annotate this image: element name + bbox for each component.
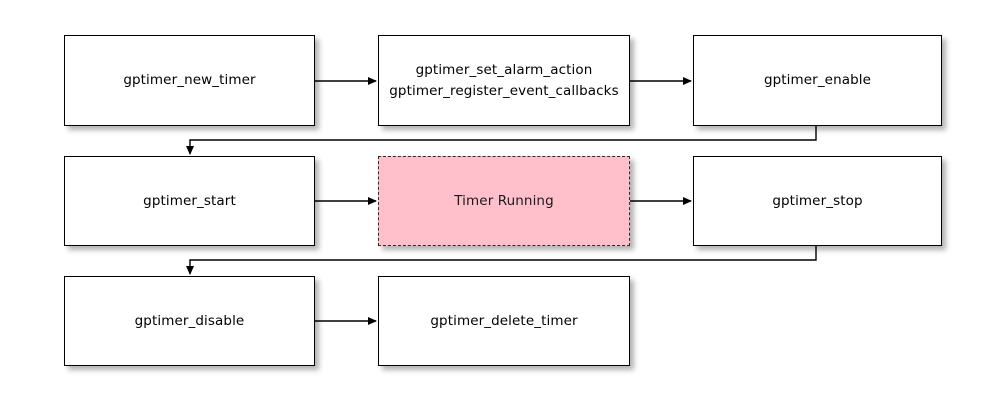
node-gptimer-start[interactable]: gptimer_start [64,156,315,246]
node-gptimer-disable[interactable]: gptimer_disable [64,276,315,366]
edge-stop-to-disable [186,246,817,275]
node-gptimer-enable[interactable]: gptimer_enable [693,35,942,126]
node-label: gptimer_delete_timer [430,312,578,329]
node-label-line2: gptimer_register_event_callbacks [389,82,619,99]
node-label: gptimer_new_timer [123,72,256,89]
node-timer-running-state[interactable]: Timer Running [378,156,630,246]
node-gptimer-configure[interactable]: gptimer_set_alarm_action gptimer_registe… [378,35,630,126]
node-label: gptimer_stop [772,192,863,209]
node-label: gptimer_enable [763,72,872,89]
edge-enable-to-start [186,126,817,155]
node-label: gptimer_disable [134,312,245,329]
node-label-line1: gptimer_set_alarm_action [415,61,593,78]
node-gptimer-delete-timer[interactable]: gptimer_delete_timer [378,276,630,366]
node-gptimer-stop[interactable]: gptimer_stop [693,156,942,246]
node-gptimer-new-timer[interactable]: gptimer_new_timer [64,35,315,126]
node-label: Timer Running [454,192,554,209]
node-label: gptimer_start [143,192,236,209]
